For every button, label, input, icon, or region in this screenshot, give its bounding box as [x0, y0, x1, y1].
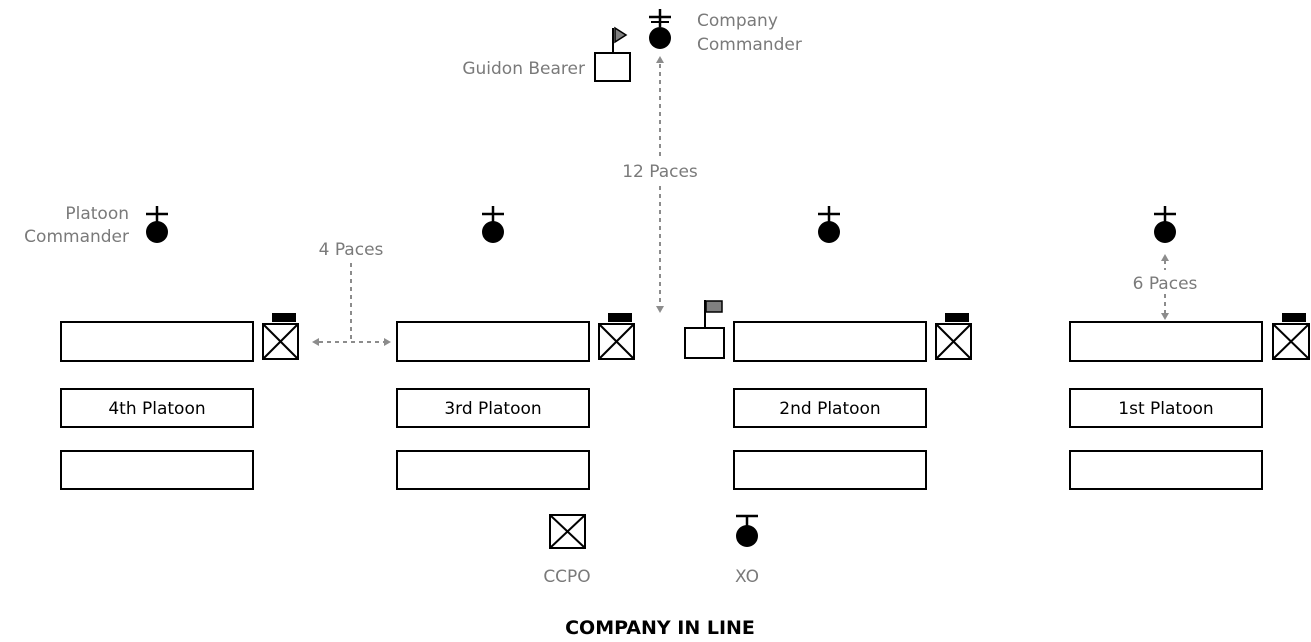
platoon-commander-3rd	[482, 206, 504, 243]
platoon-2nd: 2nd Platoon	[733, 313, 972, 490]
squad-rank-2	[733, 388, 927, 428]
platoon-name: 3rd Platoon	[444, 399, 541, 419]
squad-rank-3	[733, 450, 927, 490]
six-paces-guide	[1161, 254, 1169, 320]
guidon-position-symbol	[684, 300, 725, 359]
squad-rank-1	[1069, 321, 1263, 362]
platoon-commander-2nd	[818, 206, 840, 243]
squad-rank-3	[1069, 450, 1263, 490]
squad-rank-2	[1069, 388, 1263, 428]
platoon-commander-label-line2: Commander	[24, 227, 129, 247]
xo-symbol	[736, 514, 758, 547]
twelve-paces-guide	[656, 56, 664, 313]
platoon-commander-4th	[146, 206, 168, 243]
ccpo-label: CCPO	[543, 567, 590, 587]
four-paces-guide	[312, 263, 391, 346]
diagram-title: COMPANY IN LINE	[565, 617, 755, 639]
guidon-bearer-label: Guidon Bearer	[462, 59, 585, 79]
company-commander-symbol	[649, 9, 671, 49]
twelve-paces-label: 12 Paces	[622, 162, 698, 182]
platoon-4th: 4th Platoon	[60, 313, 299, 490]
platoon-1st: 1st Platoon	[1069, 313, 1310, 490]
squad-rank-1	[396, 321, 590, 362]
platoon-name: 2nd Platoon	[779, 399, 880, 419]
squad-rank-3	[396, 450, 590, 490]
ccpo-symbol	[549, 514, 586, 549]
company-commander-label-line2: Commander	[697, 35, 802, 55]
xo-label: XO	[735, 567, 759, 587]
company-commander-label-line1: Company	[697, 11, 778, 31]
platoon-guide-symbol	[262, 313, 299, 360]
platoon-guide-symbol	[598, 313, 635, 360]
platoon-name: 4th Platoon	[108, 399, 205, 419]
platoon-name: 1st Platoon	[1118, 399, 1213, 419]
squad-rank-1	[60, 321, 254, 362]
squad-rank-3	[60, 450, 254, 490]
platoon-3rd: 3rd Platoon	[396, 313, 635, 490]
four-paces-label: 4 Paces	[319, 240, 384, 260]
squad-rank-2	[396, 388, 590, 428]
platoon-commander-label-line1: Platoon	[65, 204, 129, 224]
six-paces-label: 6 Paces	[1133, 274, 1198, 294]
platoon-guide-symbol	[935, 313, 972, 360]
squad-rank-1	[733, 321, 927, 362]
platoon-commander-1st	[1154, 206, 1176, 243]
platoon-guide-symbol	[1272, 313, 1310, 360]
guidon-bearer-symbol	[594, 26, 631, 82]
squad-rank-2	[60, 388, 254, 428]
